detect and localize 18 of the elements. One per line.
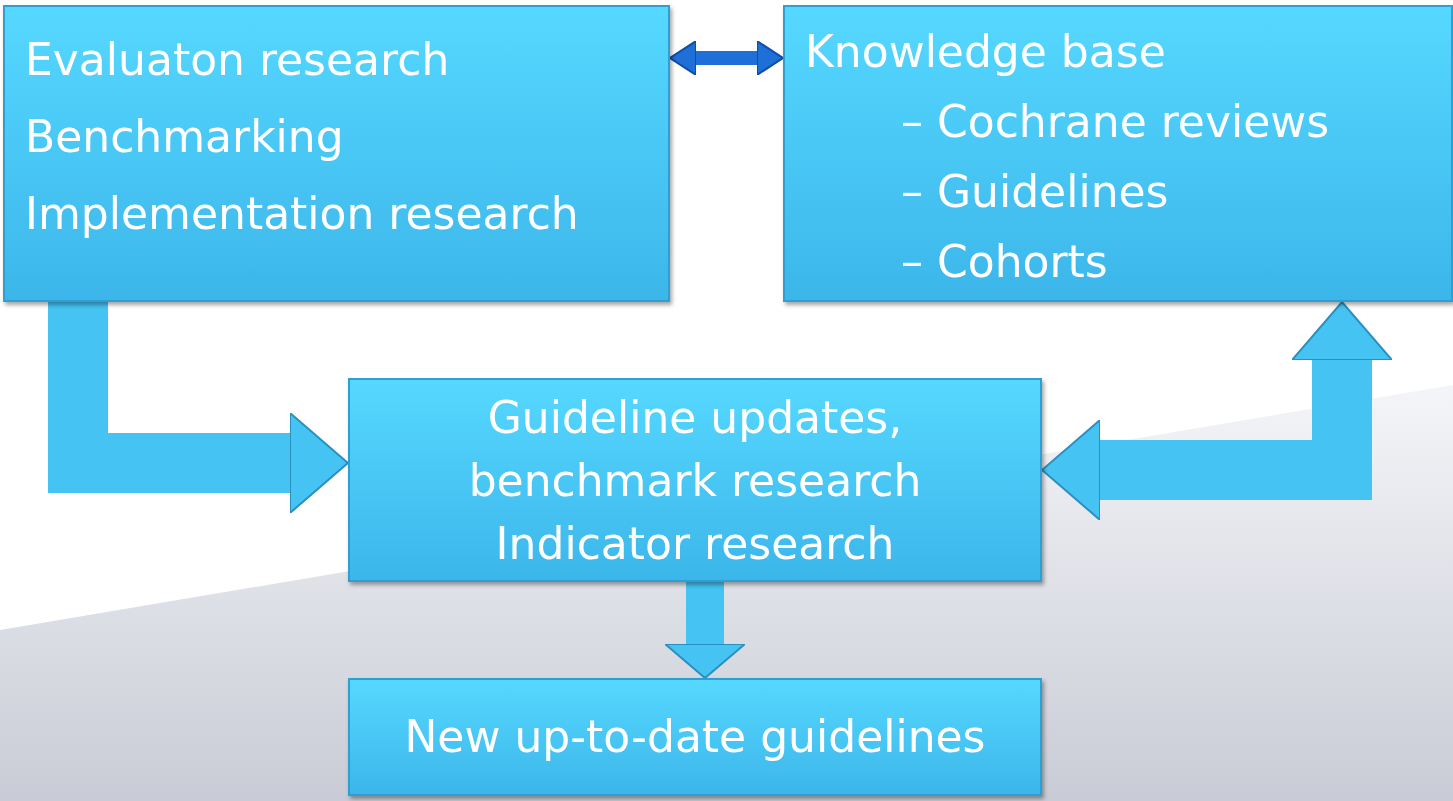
block-arrow bbox=[1041, 301, 1393, 521]
text-line: Implementation research bbox=[25, 187, 579, 241]
list-item: – Cohorts bbox=[900, 235, 1108, 289]
text-line: Benchmarking bbox=[25, 110, 344, 164]
process-box bbox=[783, 5, 1453, 302]
list-item: – Guidelines bbox=[900, 165, 1169, 219]
double-arrow bbox=[669, 40, 784, 76]
process-box bbox=[348, 678, 1042, 796]
heading: Knowledge base bbox=[805, 25, 1166, 79]
block-arrow bbox=[48, 302, 349, 514]
text-line: Evaluaton research bbox=[25, 33, 450, 87]
block-arrow bbox=[664, 582, 746, 679]
text-line: New up-to-date guidelines bbox=[404, 710, 986, 764]
list-item: – Cochrane reviews bbox=[900, 95, 1330, 149]
text-line: Indicator research bbox=[495, 516, 895, 571]
text-line: Guideline updates, benchmark research bbox=[467, 390, 923, 508]
process-box bbox=[348, 378, 1042, 582]
process-box bbox=[3, 5, 670, 302]
